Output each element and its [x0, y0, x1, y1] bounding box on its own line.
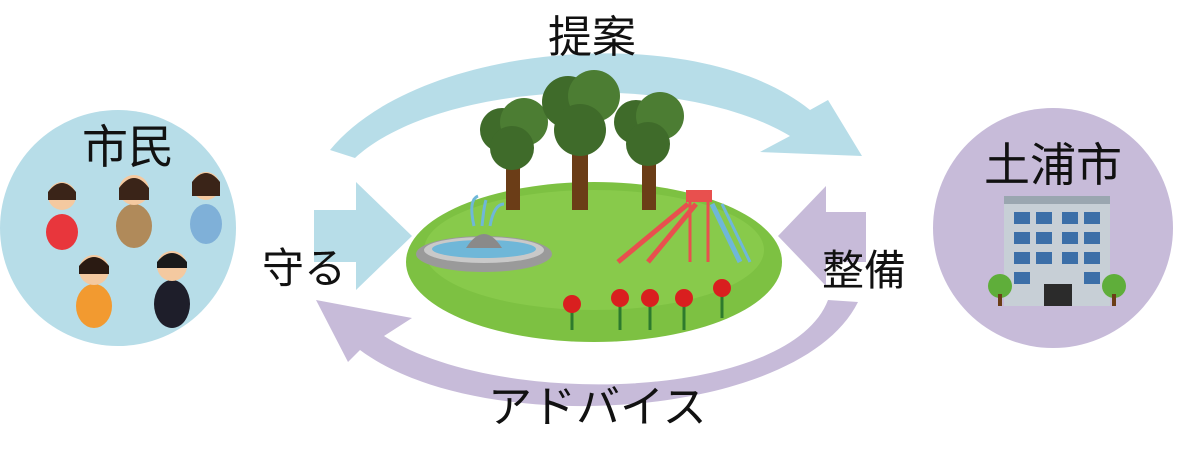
tree-icon — [542, 70, 620, 210]
advice-arrow — [316, 300, 858, 407]
person-icon — [76, 255, 112, 328]
park-lawn-highlight — [424, 190, 764, 310]
slide-icon — [616, 190, 752, 264]
flower-icon — [563, 295, 581, 330]
proposal-label: 提案 — [548, 12, 636, 63]
flower-icon — [611, 289, 629, 330]
maintain-label: 整備 — [822, 246, 907, 295]
person-icon — [154, 251, 190, 328]
flower-bed — [563, 279, 731, 330]
flower-icon — [641, 289, 659, 330]
flower-icon — [675, 289, 693, 330]
tree-icon — [614, 92, 684, 210]
maintain-arrow — [778, 186, 866, 286]
advice-label: アドバイス — [488, 382, 707, 433]
tree-icon — [480, 98, 548, 210]
protect-arrow — [314, 182, 412, 290]
person-icon — [46, 182, 78, 250]
flower-icon — [713, 279, 731, 318]
citizens-label: 市民 — [82, 120, 174, 174]
proposal-arrow — [330, 53, 862, 158]
city-hall-icon — [988, 196, 1126, 306]
person-icon — [190, 172, 222, 244]
city-label: 土浦市 — [984, 138, 1122, 192]
person-icon — [116, 175, 152, 248]
protect-label: 守る — [262, 244, 347, 293]
fountain-icon — [416, 194, 552, 272]
